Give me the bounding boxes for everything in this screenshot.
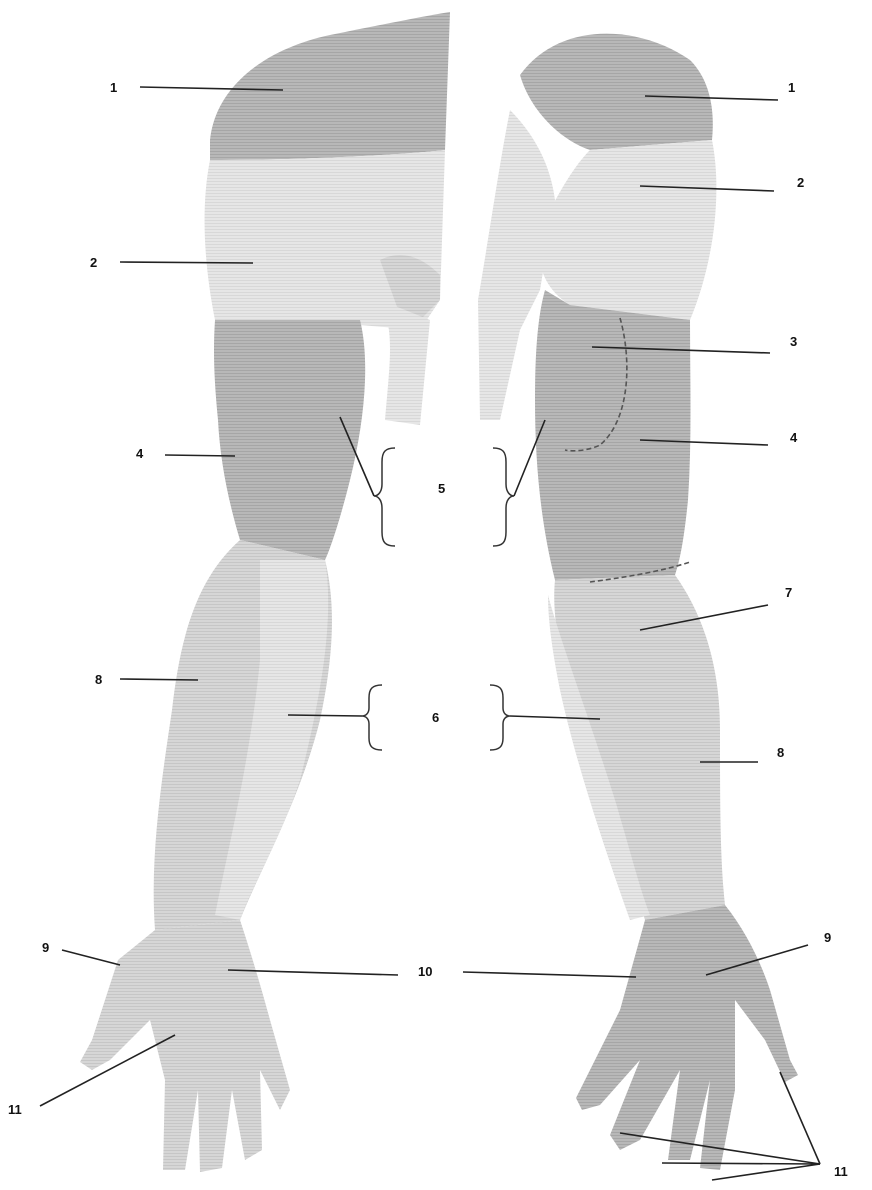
left-shoulder-region xyxy=(210,12,450,160)
label-center-5: 5 xyxy=(438,481,445,496)
leader-left-9 xyxy=(62,950,120,965)
right-hand xyxy=(576,905,798,1170)
label-left-8: 8 xyxy=(95,672,102,687)
label-right-3: 3 xyxy=(790,334,797,349)
leader-right-11-d xyxy=(780,1072,820,1164)
label-left-4: 4 xyxy=(136,446,144,461)
label-center-10: 10 xyxy=(418,964,432,979)
label-center-6: 6 xyxy=(432,710,439,725)
label-right-9: 9 xyxy=(824,930,831,945)
leader-left-2 xyxy=(120,262,253,263)
brace-5-left xyxy=(374,448,395,546)
left-torso-edge xyxy=(380,300,430,425)
right-arm-upper xyxy=(535,290,691,580)
label-right-4: 4 xyxy=(790,430,798,445)
label-right-2: 2 xyxy=(797,175,804,190)
label-right-8: 8 xyxy=(777,745,784,760)
right-upper-arm-region xyxy=(539,140,716,320)
label-left-9: 9 xyxy=(42,940,49,955)
leader-right-11-b xyxy=(662,1163,820,1164)
left-arm xyxy=(80,12,450,1172)
brace-6-left xyxy=(362,685,382,750)
brace-6-right xyxy=(490,685,510,750)
right-arm xyxy=(478,34,798,1170)
label-right-7: 7 xyxy=(785,585,792,600)
right-shoulder-region xyxy=(520,34,713,150)
label-right-1: 1 xyxy=(788,80,795,95)
brace-5-right xyxy=(493,448,514,546)
label-right-11: 11 xyxy=(834,1164,848,1179)
label-left-1: 1 xyxy=(110,80,117,95)
left-hand xyxy=(80,920,290,1172)
leader-10-right xyxy=(463,972,636,977)
leader-left-8 xyxy=(120,679,198,680)
left-arm-upper xyxy=(214,320,365,560)
leader-6-left xyxy=(288,715,362,716)
label-left-11: 11 xyxy=(8,1102,22,1117)
leader-left-4 xyxy=(165,455,235,456)
label-left-2: 2 xyxy=(90,255,97,270)
leader-right-11-c xyxy=(712,1164,820,1180)
